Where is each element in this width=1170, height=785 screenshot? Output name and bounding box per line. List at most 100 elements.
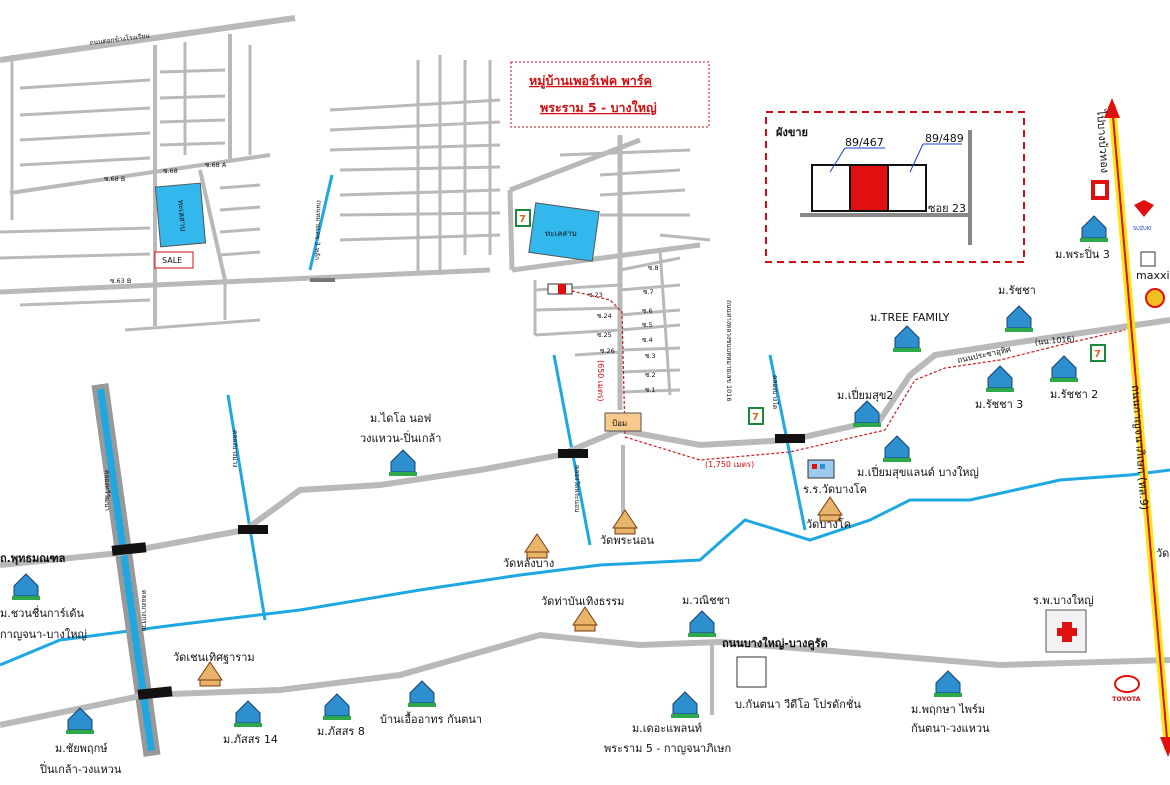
- maxxis-box: [1140, 251, 1156, 267]
- label-hospital: ร.พ.บางใหญ่: [1033, 594, 1094, 607]
- seven-eleven-icon: 7: [748, 407, 764, 425]
- canal-right-label: คลองบางโค: [771, 375, 779, 409]
- soi-7-label: ซ.7: [643, 288, 654, 296]
- canal-left-label: คลองบางม่วง: [231, 430, 239, 467]
- hospital-icon: [1045, 609, 1087, 653]
- label-wat-langbang: วัดหลังบาง: [503, 557, 554, 570]
- suzuki-icon: SUZUKI: [1133, 200, 1154, 232]
- plan-heading: ผังขาย: [776, 126, 808, 139]
- canal-thawi-label: คลองทวีวัฒนา: [103, 470, 111, 511]
- label-phatsorn8: ม.ภัสสร 8: [317, 725, 365, 738]
- canal-thawi: [91, 383, 161, 757]
- road-to-bangbuathong-label: ไปบางบัวทอง: [1094, 108, 1111, 173]
- route-path: [571, 290, 1126, 461]
- kanchana-highway-arrow: [1111, 104, 1169, 751]
- label-daio-1: ม.ไดโอ นอฟ: [370, 411, 431, 425]
- plan-lot-target: [849, 164, 889, 212]
- plan-lot-b-label: 89/489: [925, 132, 964, 145]
- label-ratcha3: ม.รัชชา 3: [975, 398, 1023, 411]
- canal-bangkruai-label: คลองบางกรวย: [140, 590, 148, 631]
- label-kantana: บ.กันตนา วีดีโอ โปรดักชั่น: [735, 696, 861, 711]
- canals: [0, 174, 1170, 667]
- label-chaiyaphruk-2: ปิ่นเกล้า-วงแหวน: [39, 761, 122, 776]
- plan-soi-label: ซอย 23: [928, 202, 966, 215]
- soi-3-label: ซ.3: [645, 352, 656, 360]
- label-phatsorn14: ม.ภัสสร 14: [223, 733, 278, 746]
- label-school: ร.ร.วัดบางโค: [803, 482, 867, 496]
- soi-24-label: ซ.24: [597, 312, 612, 320]
- maxxis-label: maxxis: [1136, 269, 1170, 282]
- plan-lot-right: [887, 164, 927, 212]
- house-plot-sold: [558, 284, 566, 294]
- guard-box: [604, 412, 642, 432]
- soi-25-label: ซ.25: [597, 331, 612, 339]
- soi-68b-label: ซ.68 B: [104, 175, 125, 183]
- label-theplant-1: ม.เดอะแพลนท์: [632, 722, 702, 735]
- soi-26-label: ซ.26: [600, 347, 615, 355]
- honda-icon: [1091, 180, 1109, 200]
- label-ratcha2: ม.รัชชา 2: [1050, 388, 1098, 401]
- lake-top-label: ทะเลสาบ: [176, 199, 188, 231]
- seven-eleven-icon: 7: [515, 209, 531, 227]
- distance-1750: (1,750 เมตร): [705, 460, 754, 469]
- road-bangyai-label: ถนนบางใหญ่-บางคูรัด: [722, 636, 828, 651]
- lake-mid-label: ทะเลสาบ: [545, 229, 577, 238]
- label-chuan-2: กาญจนา-บางใหญ่: [0, 628, 87, 641]
- label-ratcha: ม.รัชชา: [998, 284, 1036, 297]
- soi-68a-label: ซ.68 A: [205, 161, 227, 169]
- label-wat-phranon: วัดพระนอน: [600, 534, 655, 547]
- svg-text:7: 7: [519, 214, 526, 225]
- kantana-building: [736, 656, 767, 688]
- label-chuan-1: ม.ชวนชื่นการ์เด้น: [0, 605, 85, 620]
- school-icon: [807, 459, 835, 479]
- label-chaiyaphruk-1: ม.ชัยพฤกษ์: [55, 742, 108, 755]
- label-wat-thabanchoeng: วัดท่าบันเทิงธรรม: [541, 595, 624, 608]
- svg-text:7: 7: [1094, 349, 1101, 360]
- arrow-up: [1104, 98, 1120, 118]
- sale-box: [154, 251, 194, 269]
- toyota-label: TOYOTA: [1112, 695, 1141, 703]
- label-daio-2: วงแหวน-ปิ่นเกล้า: [360, 430, 441, 445]
- label-wat-chern: วัดเชนเทิศฐาราม: [173, 651, 255, 664]
- label-piamsuk-land: ม.เปี่ยมสุขแลนด์ บางใหญ่: [857, 464, 979, 479]
- label-piamsuk2: ม.เปี่ยมสุข2: [837, 387, 893, 402]
- title-line1: หมู่บ้านเพอร์เฟค พาร์ค: [529, 73, 652, 89]
- temple-icons: [197, 496, 843, 687]
- svg-text:7: 7: [752, 412, 759, 423]
- soi-6-label: ซ.6: [642, 307, 653, 315]
- label-tree-family: ม.TREE FAMILY: [870, 311, 950, 324]
- soi-1-label: ซ.1: [645, 386, 656, 394]
- guard-label: ป้อม: [612, 419, 627, 428]
- seven-eleven-icon: 7: [1090, 344, 1106, 362]
- title-box: [510, 61, 710, 128]
- title-line2: พระราม 5 - บางใหญ่: [540, 100, 657, 115]
- soi-23-label: ซ.23: [588, 291, 603, 299]
- label-wat-bangkho: วัดบางโค: [806, 517, 851, 531]
- top-left-village-grid: [0, 15, 491, 332]
- soi-68-label: ซ.68: [163, 167, 178, 175]
- bridges: [111, 278, 805, 700]
- lake-mid: [528, 202, 600, 262]
- sale-label: SALE: [162, 256, 182, 265]
- soi-8-label: ซ.8: [648, 264, 659, 272]
- soi-63b-label: ซ.63 B: [110, 277, 131, 285]
- road-1016-short-label: (นน.1016): [1034, 335, 1075, 347]
- label-theplant-2: พระราม 5 - กาญจนาภิเษก: [604, 742, 731, 755]
- label-phruksa-2: กันตนา-วงแหวน: [911, 722, 990, 735]
- plan-lot-a-label: 89/467: [845, 136, 884, 149]
- arrow-down: [1160, 737, 1170, 757]
- distance-650: (650 เมตร): [596, 360, 605, 402]
- label-wat-right: วัด: [1156, 547, 1169, 560]
- shell-icon: [1145, 288, 1165, 308]
- middle-grid: [329, 55, 711, 410]
- soi-2-label: ซ.2: [645, 371, 656, 379]
- svg-text:SUZUKI: SUZUKI: [1133, 226, 1152, 232]
- soi-5-label: ซ.5: [642, 321, 653, 329]
- canal-mid-label: คลองวัดพระนอน: [573, 465, 581, 513]
- road-mid-vertical-label: ถนนหมายเลข 3 หลัก: [313, 200, 323, 260]
- label-phruksa-1: ม.พฤกษา ไพร์ม: [911, 703, 985, 716]
- village-icons: [12, 215, 1108, 734]
- plan-lot-left: [811, 164, 851, 212]
- road-1016-label: ถนนทางหลวงชนบทหมายเลข 1016: [725, 300, 733, 402]
